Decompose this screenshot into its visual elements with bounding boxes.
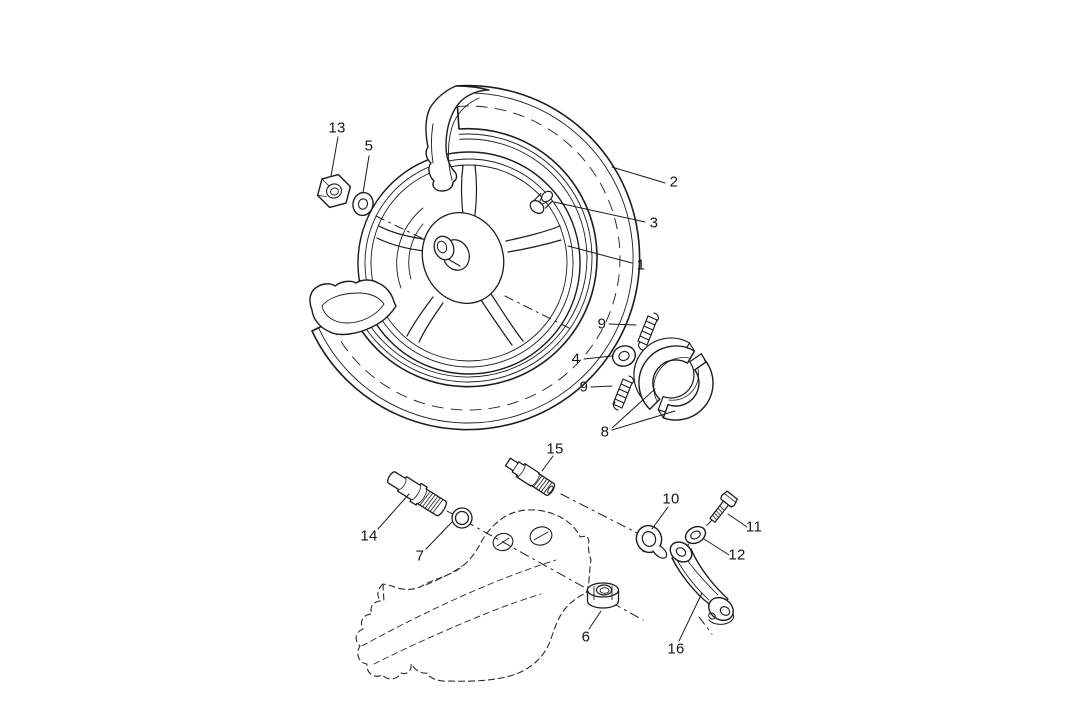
rear-axle-shaft	[387, 471, 447, 517]
engine-case-outline	[355, 509, 592, 682]
part-callout-9: 9	[579, 378, 589, 396]
camshaft-washer	[611, 345, 637, 367]
part-callout-5: 5	[364, 137, 374, 155]
part-callout-12: 12	[728, 546, 746, 564]
axle-washer	[352, 191, 374, 217]
part-callout-6: 6	[581, 628, 591, 646]
pinch-bolt	[709, 490, 738, 523]
part-callout-15: 15	[546, 440, 564, 458]
axle-nut	[316, 173, 352, 209]
part-callout-11: 11	[745, 518, 763, 536]
tire	[311, 84, 641, 431]
part-callout-3: 3	[649, 214, 659, 232]
part-callout-13: 13	[328, 119, 346, 137]
part-callout-16: 16	[667, 640, 685, 658]
part-callout-8: 8	[600, 423, 610, 441]
brake-spring-upper	[637, 312, 659, 351]
lock-nut	[586, 582, 620, 609]
engine-case-holes	[492, 526, 553, 552]
wheel-hub	[421, 212, 505, 304]
wheel-rim	[357, 151, 581, 375]
tire-section-top	[425, 85, 490, 192]
part-callout-10: 10	[662, 490, 680, 508]
valve-stem	[529, 190, 554, 215]
arm-washer	[684, 525, 707, 545]
brake-spring-lower	[612, 375, 634, 411]
brake-arm	[669, 541, 735, 625]
part-callout-14: 14	[360, 527, 378, 545]
leader-lines	[330, 136, 748, 642]
part-callout-4: 4	[571, 350, 581, 368]
tire-section-bottom	[309, 279, 397, 336]
brake-shoes	[633, 337, 714, 421]
part-callout-1: 1	[636, 256, 646, 274]
part-callout-9: 9	[597, 315, 607, 333]
clutch-stud	[504, 457, 556, 496]
o-ring	[451, 507, 473, 529]
brake-cam-plate	[635, 524, 668, 559]
wheel-spokes	[376, 164, 562, 346]
part-callout-2: 2	[669, 173, 679, 191]
part-callout-7: 7	[415, 547, 425, 565]
